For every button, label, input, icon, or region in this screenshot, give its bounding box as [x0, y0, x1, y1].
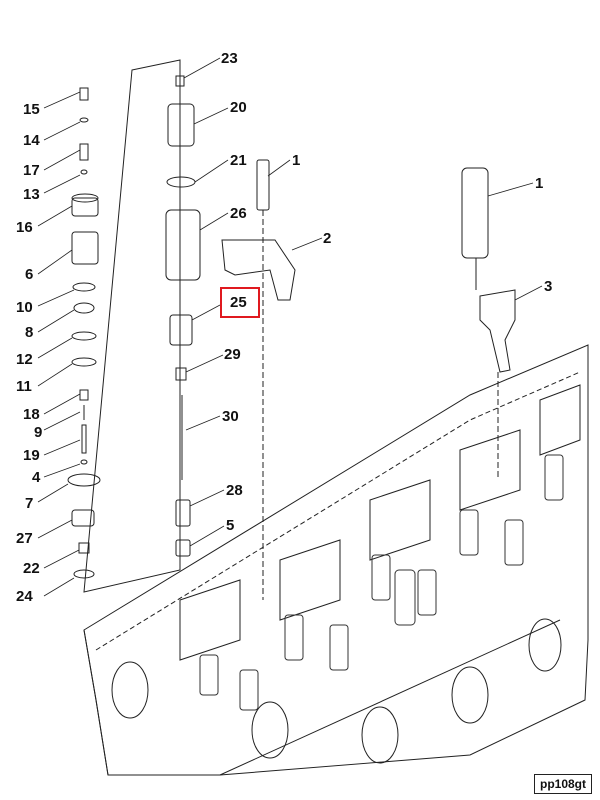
- callout-14: 14: [23, 132, 40, 149]
- leader-lines: [37, 57, 543, 597]
- callout-27: 27: [16, 530, 33, 547]
- callout-11: 11: [16, 378, 32, 395]
- center-parts-column: [165, 75, 201, 557]
- callout-9: 9: [34, 424, 43, 441]
- cylinder-head-outline: [83, 344, 589, 776]
- highlight-box-25: [220, 287, 260, 318]
- callout-8: 8: [25, 324, 34, 341]
- callout-13: 13: [23, 186, 40, 203]
- callout-1-bolt: 1: [292, 152, 301, 169]
- callout-23: 23: [221, 50, 238, 67]
- callout-2: 2: [323, 230, 332, 247]
- callout-18: 18: [23, 406, 40, 423]
- callout-30: 30: [222, 408, 239, 425]
- callout-15: 15: [23, 101, 40, 118]
- callout-28: 28: [226, 482, 243, 499]
- callout-25[interactable]: 25: [230, 294, 247, 311]
- callout-4: 4: [32, 469, 41, 486]
- callout-1-injector: 1: [535, 175, 544, 192]
- valve-spring-group: [199, 454, 564, 711]
- callout-22: 22: [23, 560, 40, 577]
- callout-7: 7: [25, 495, 34, 512]
- callout-12: 12: [16, 351, 33, 368]
- cylinder-bore-group: [111, 618, 562, 764]
- callout-6: 6: [25, 266, 34, 283]
- callout-26: 26: [230, 205, 247, 222]
- callout-5: 5: [226, 517, 235, 534]
- right-injector-assembly: [461, 167, 516, 480]
- callout-19: 19: [23, 447, 40, 464]
- callout-24: 24: [16, 588, 33, 605]
- left-parts-column: [67, 87, 101, 579]
- callout-29: 29: [224, 346, 241, 363]
- callout-16: 16: [16, 219, 33, 236]
- bolt-and-bracket: [221, 159, 296, 600]
- callout-10: 10: [16, 299, 33, 316]
- reference-code: pp108gt: [533, 774, 592, 794]
- callout-21: 21: [230, 152, 247, 169]
- callout-17: 17: [23, 162, 40, 179]
- cam-tower-row: [179, 384, 581, 661]
- callout-20: 20: [230, 99, 247, 116]
- exploded-view-frame: [83, 59, 181, 593]
- callout-3: 3: [544, 278, 553, 295]
